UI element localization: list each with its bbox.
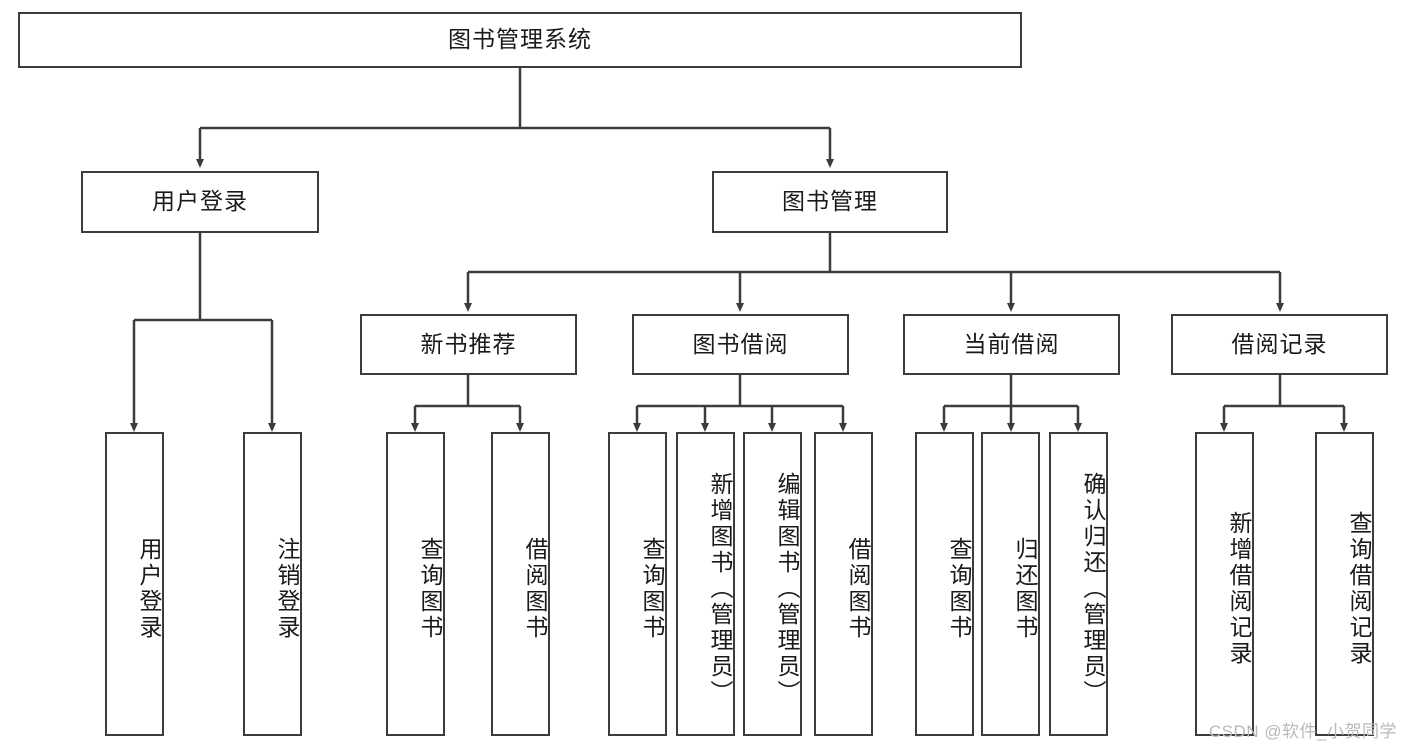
node-current-borrow[interactable]: 当前借阅	[903, 314, 1120, 375]
node-root[interactable]: 图书管理系统	[18, 12, 1022, 68]
node-current-borrow-label: 当前借阅	[963, 330, 1060, 357]
node-leaf-query-record[interactable]: 查询借阅记录	[1315, 432, 1374, 736]
node-leaf-add-book[interactable]: 新增图书（管理员）	[676, 432, 735, 736]
node-root-label: 图书管理系统	[448, 26, 592, 53]
node-user-login-label: 用户登录	[152, 188, 248, 215]
node-leaf-user-login-label: 用户登录	[136, 537, 162, 641]
node-leaf-query-record-label: 查询借阅记录	[1346, 511, 1372, 667]
node-leaf-edit-book[interactable]: 编辑图书（管理员）	[743, 432, 802, 736]
node-leaf-query-book-2[interactable]: 查询图书	[608, 432, 667, 736]
node-borrow-record[interactable]: 借阅记录	[1171, 314, 1388, 375]
node-leaf-borrow-book-2[interactable]: 借阅图书	[814, 432, 873, 736]
node-leaf-add-book-label: 新增图书（管理员）	[707, 472, 733, 706]
watermark: CSDN @软件_小贺同学	[1208, 722, 1397, 741]
node-book-borrow-label: 图书借阅	[692, 330, 789, 357]
node-new-book-rec-label: 新书推荐	[420, 330, 517, 357]
node-leaf-borrow-book-1-label: 借阅图书	[522, 537, 548, 641]
node-leaf-logout[interactable]: 注销登录	[243, 432, 302, 736]
node-book-manage[interactable]: 图书管理	[712, 171, 948, 233]
node-user-login[interactable]: 用户登录	[81, 171, 319, 233]
node-leaf-confirm-return[interactable]: 确认归还（管理员）	[1049, 432, 1108, 736]
node-leaf-return-book[interactable]: 归还图书	[981, 432, 1040, 736]
node-leaf-user-login[interactable]: 用户登录	[105, 432, 164, 736]
node-leaf-query-book-2-label: 查询图书	[639, 537, 665, 641]
node-leaf-add-record[interactable]: 新增借阅记录	[1195, 432, 1254, 736]
node-leaf-add-record-label: 新增借阅记录	[1226, 511, 1252, 667]
node-book-manage-label: 图书管理	[782, 188, 878, 215]
node-leaf-confirm-return-label: 确认归还（管理员）	[1080, 472, 1106, 706]
node-leaf-return-book-label: 归还图书	[1012, 537, 1038, 641]
node-new-book-rec[interactable]: 新书推荐	[360, 314, 577, 375]
node-leaf-logout-label: 注销登录	[274, 537, 300, 641]
node-leaf-query-book-3[interactable]: 查询图书	[915, 432, 974, 736]
node-leaf-query-book-1-label: 查询图书	[417, 537, 443, 641]
node-leaf-query-book-3-label: 查询图书	[946, 537, 972, 641]
node-leaf-borrow-book-2-label: 借阅图书	[845, 537, 871, 641]
node-leaf-edit-book-label: 编辑图书（管理员）	[774, 472, 800, 706]
node-book-borrow[interactable]: 图书借阅	[632, 314, 849, 375]
node-borrow-record-label: 借阅记录	[1231, 330, 1328, 357]
node-leaf-query-book-1[interactable]: 查询图书	[386, 432, 445, 736]
node-leaf-borrow-book-1[interactable]: 借阅图书	[491, 432, 550, 736]
